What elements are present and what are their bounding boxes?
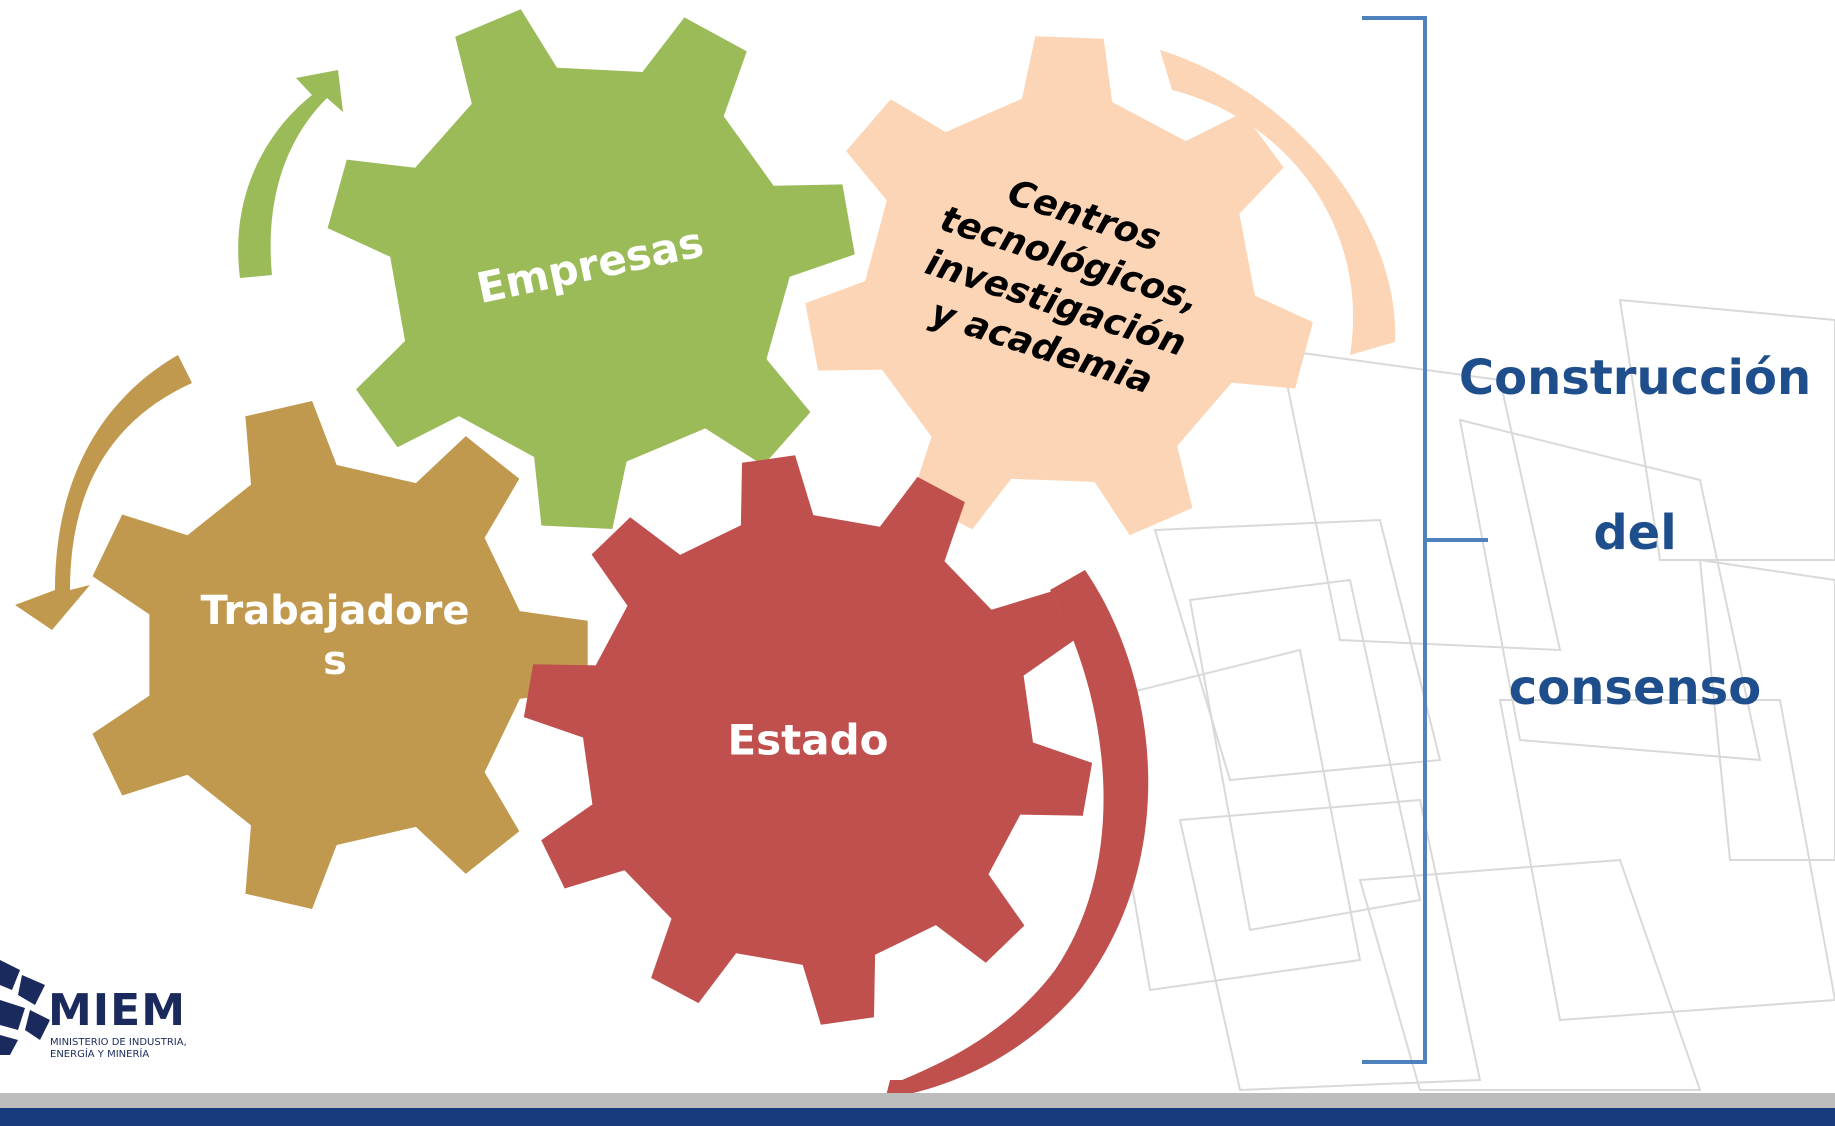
peach-curved-arrow — [1160, 50, 1396, 355]
footer-blue-bar — [0, 1108, 1835, 1126]
side-text-consenso: consenso — [1508, 660, 1762, 716]
gear-estado-shape — [523, 455, 1093, 1025]
logo-subtitle-line1: MINISTERIO DE INDUSTRIA, — [50, 1037, 187, 1048]
miem-logo-icon — [0, 960, 50, 1055]
red-curved-arrow — [880, 570, 1149, 1120]
footer-gray-bar — [0, 1093, 1835, 1108]
logo-title: MIEM — [48, 985, 186, 1036]
gear-empresas: Empresas — [327, 9, 855, 529]
tan-curved-arrow — [15, 355, 192, 630]
gear-estado-label: Estado — [727, 716, 888, 765]
green-curved-arrow — [238, 70, 343, 278]
gear-trabajadores-label-line: s — [323, 638, 347, 684]
gear-centros-shape — [805, 36, 1313, 536]
gear-centros: Centrostecnológicos,investigacióny acade… — [805, 36, 1313, 536]
side-text-del: del — [1593, 505, 1677, 561]
gear-trabajadores-label-line: Trabajadore — [201, 588, 470, 634]
gear-empresas-shape — [327, 9, 855, 529]
side-text-construccion: Construcción — [1458, 350, 1812, 406]
gear-estado: Estado — [523, 455, 1093, 1025]
curly-brace — [1362, 16, 1488, 1064]
gear-trabajadores-shape — [92, 401, 588, 909]
logo-subtitle-line2: ENERGÍA Y MINERÍA — [50, 1049, 150, 1060]
gear-estado-label-line: Estado — [727, 716, 888, 765]
